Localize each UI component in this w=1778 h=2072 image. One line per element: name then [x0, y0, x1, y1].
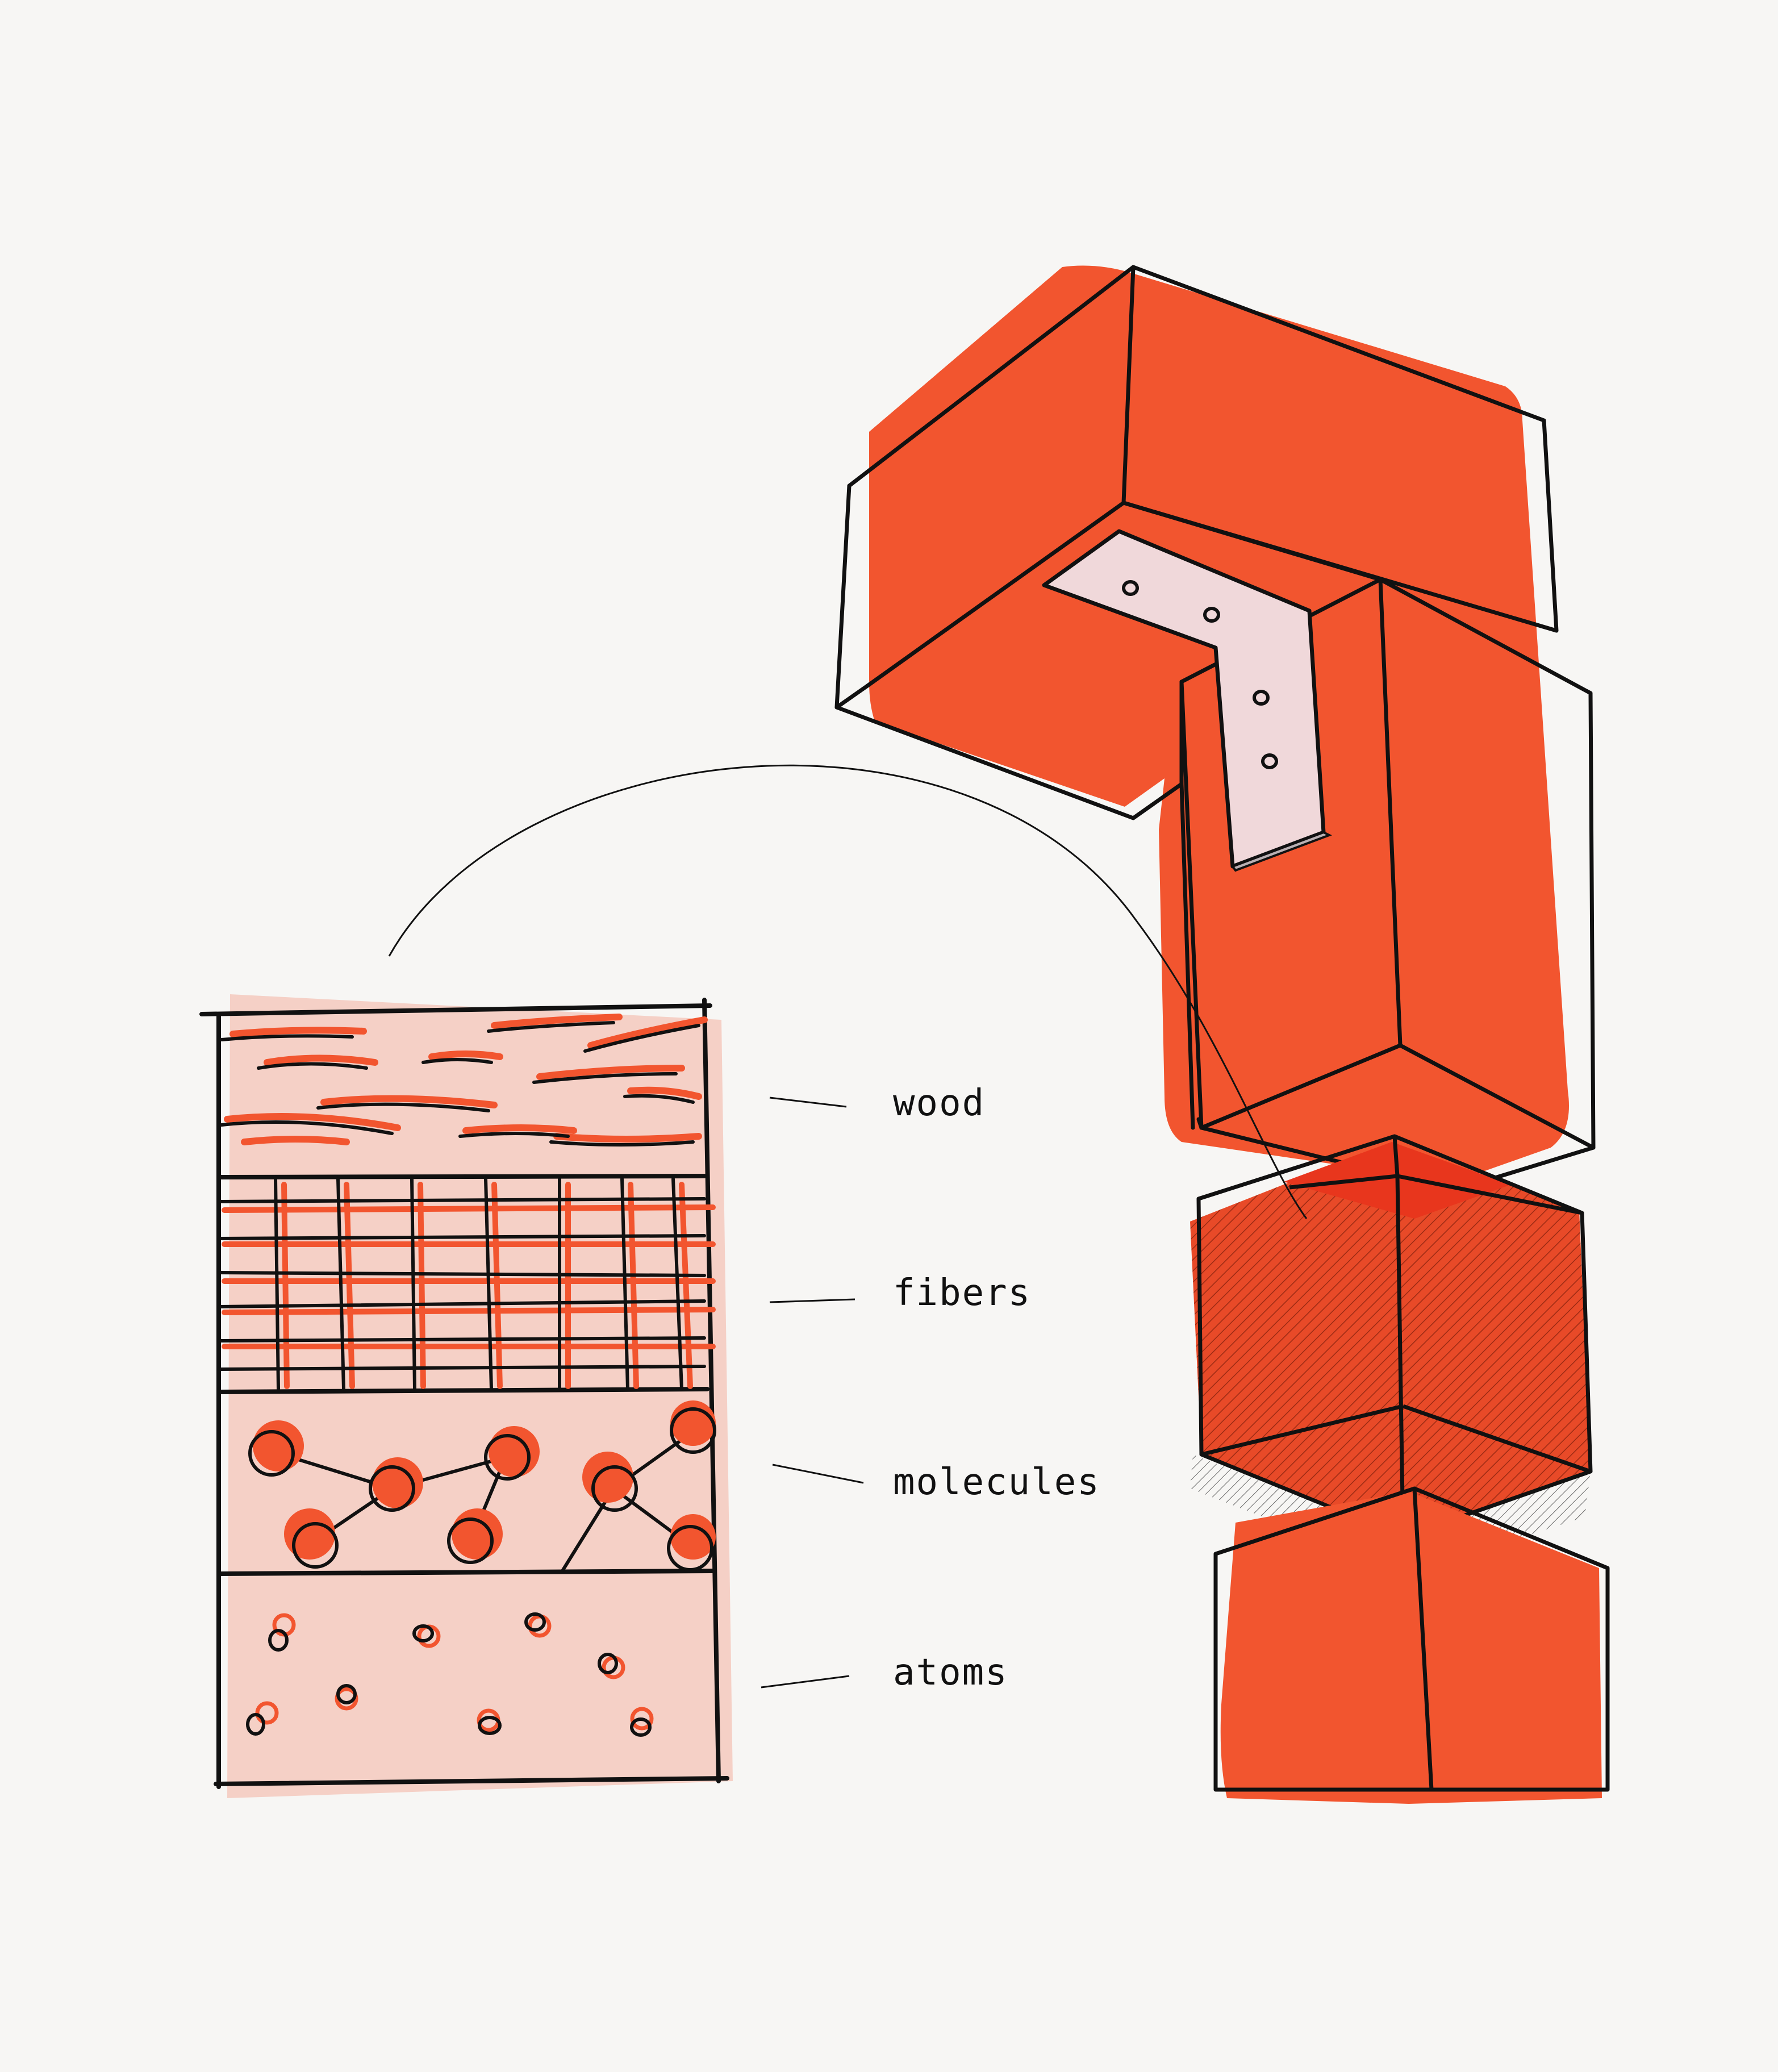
panel-background — [227, 994, 733, 1798]
fibers-leader-line — [769, 1298, 855, 1303]
wood-grain-layer — [220, 1014, 708, 1147]
atoms-leader-line — [761, 1675, 850, 1689]
elbow-beam-fill — [869, 265, 1569, 1182]
fibers-label: fibers — [893, 1272, 1031, 1314]
molecules-label: molecules — [893, 1461, 1100, 1503]
metal-bracket — [1042, 529, 1332, 872]
atoms-layer — [246, 1612, 654, 1737]
bottom-cube — [1213, 1486, 1610, 1804]
zoom-panel — [199, 994, 733, 1798]
connector-arc — [388, 764, 1308, 1219]
bracket-screw-holes — [1122, 580, 1278, 769]
elbow-beam-outline — [834, 265, 1596, 1193]
molecules-layer — [248, 1400, 716, 1572]
panel-frame — [199, 998, 729, 1789]
wood-leader-line — [769, 1097, 847, 1108]
beam-assembly — [834, 265, 1610, 1804]
wood-label: wood — [893, 1082, 985, 1124]
atoms-label: atoms — [893, 1652, 1008, 1694]
fibers-grid-layer — [217, 1177, 716, 1391]
layer-labels: wood fibers molecules atoms — [761, 1082, 1100, 1694]
molecules-leader-line — [772, 1464, 864, 1484]
